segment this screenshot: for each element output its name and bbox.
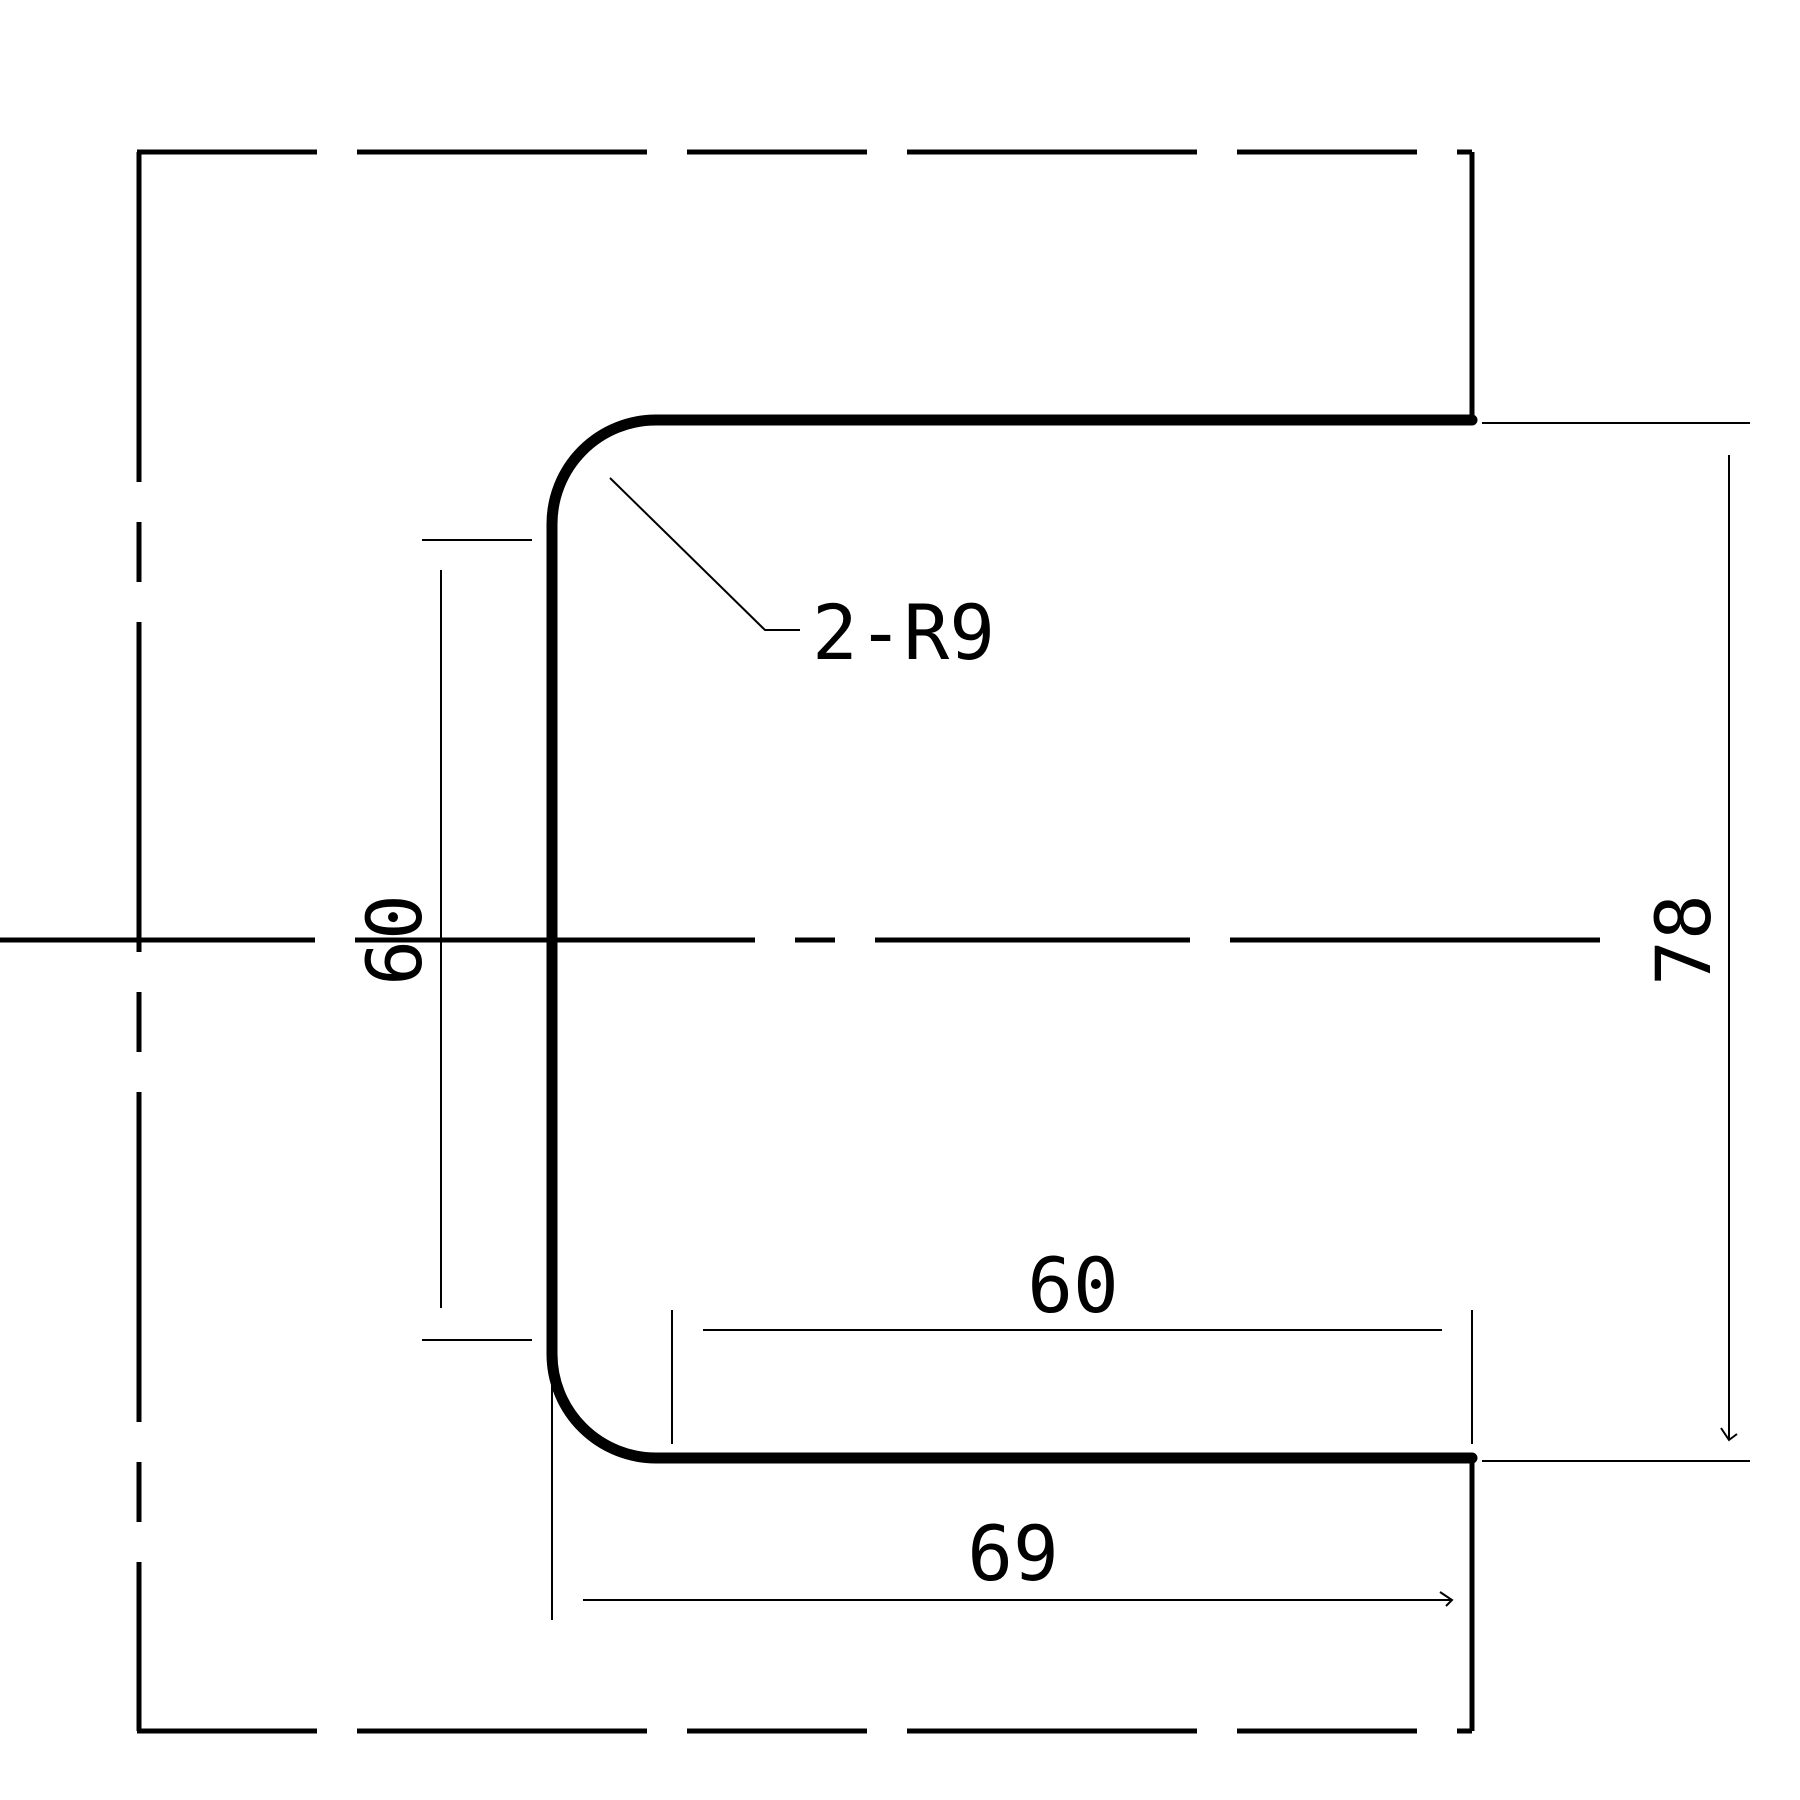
dim-inner-height: 60 [350, 539, 532, 1341]
radius-leader-line [609, 477, 800, 631]
dim-outer-height-label: 78 [1639, 894, 1728, 986]
dim-flange-length-label: 60 [1027, 1241, 1119, 1330]
dim-overall-arrow [1439, 1591, 1454, 1607]
radius-label: 2-R9 [812, 588, 995, 677]
dim-outer-height: 78 [1482, 422, 1750, 1462]
dim-inner-height-label: 60 [350, 894, 439, 986]
dim-overall-length-label: 69 [967, 1509, 1059, 1598]
dim-overall-length: 69 [551, 1380, 1454, 1620]
dim-flange-length: 60 [671, 1241, 1473, 1444]
dim-outer-arrow [1720, 1427, 1738, 1442]
radius-callout: 2-R9 [609, 477, 995, 677]
channel-profile [546, 414, 1478, 1464]
